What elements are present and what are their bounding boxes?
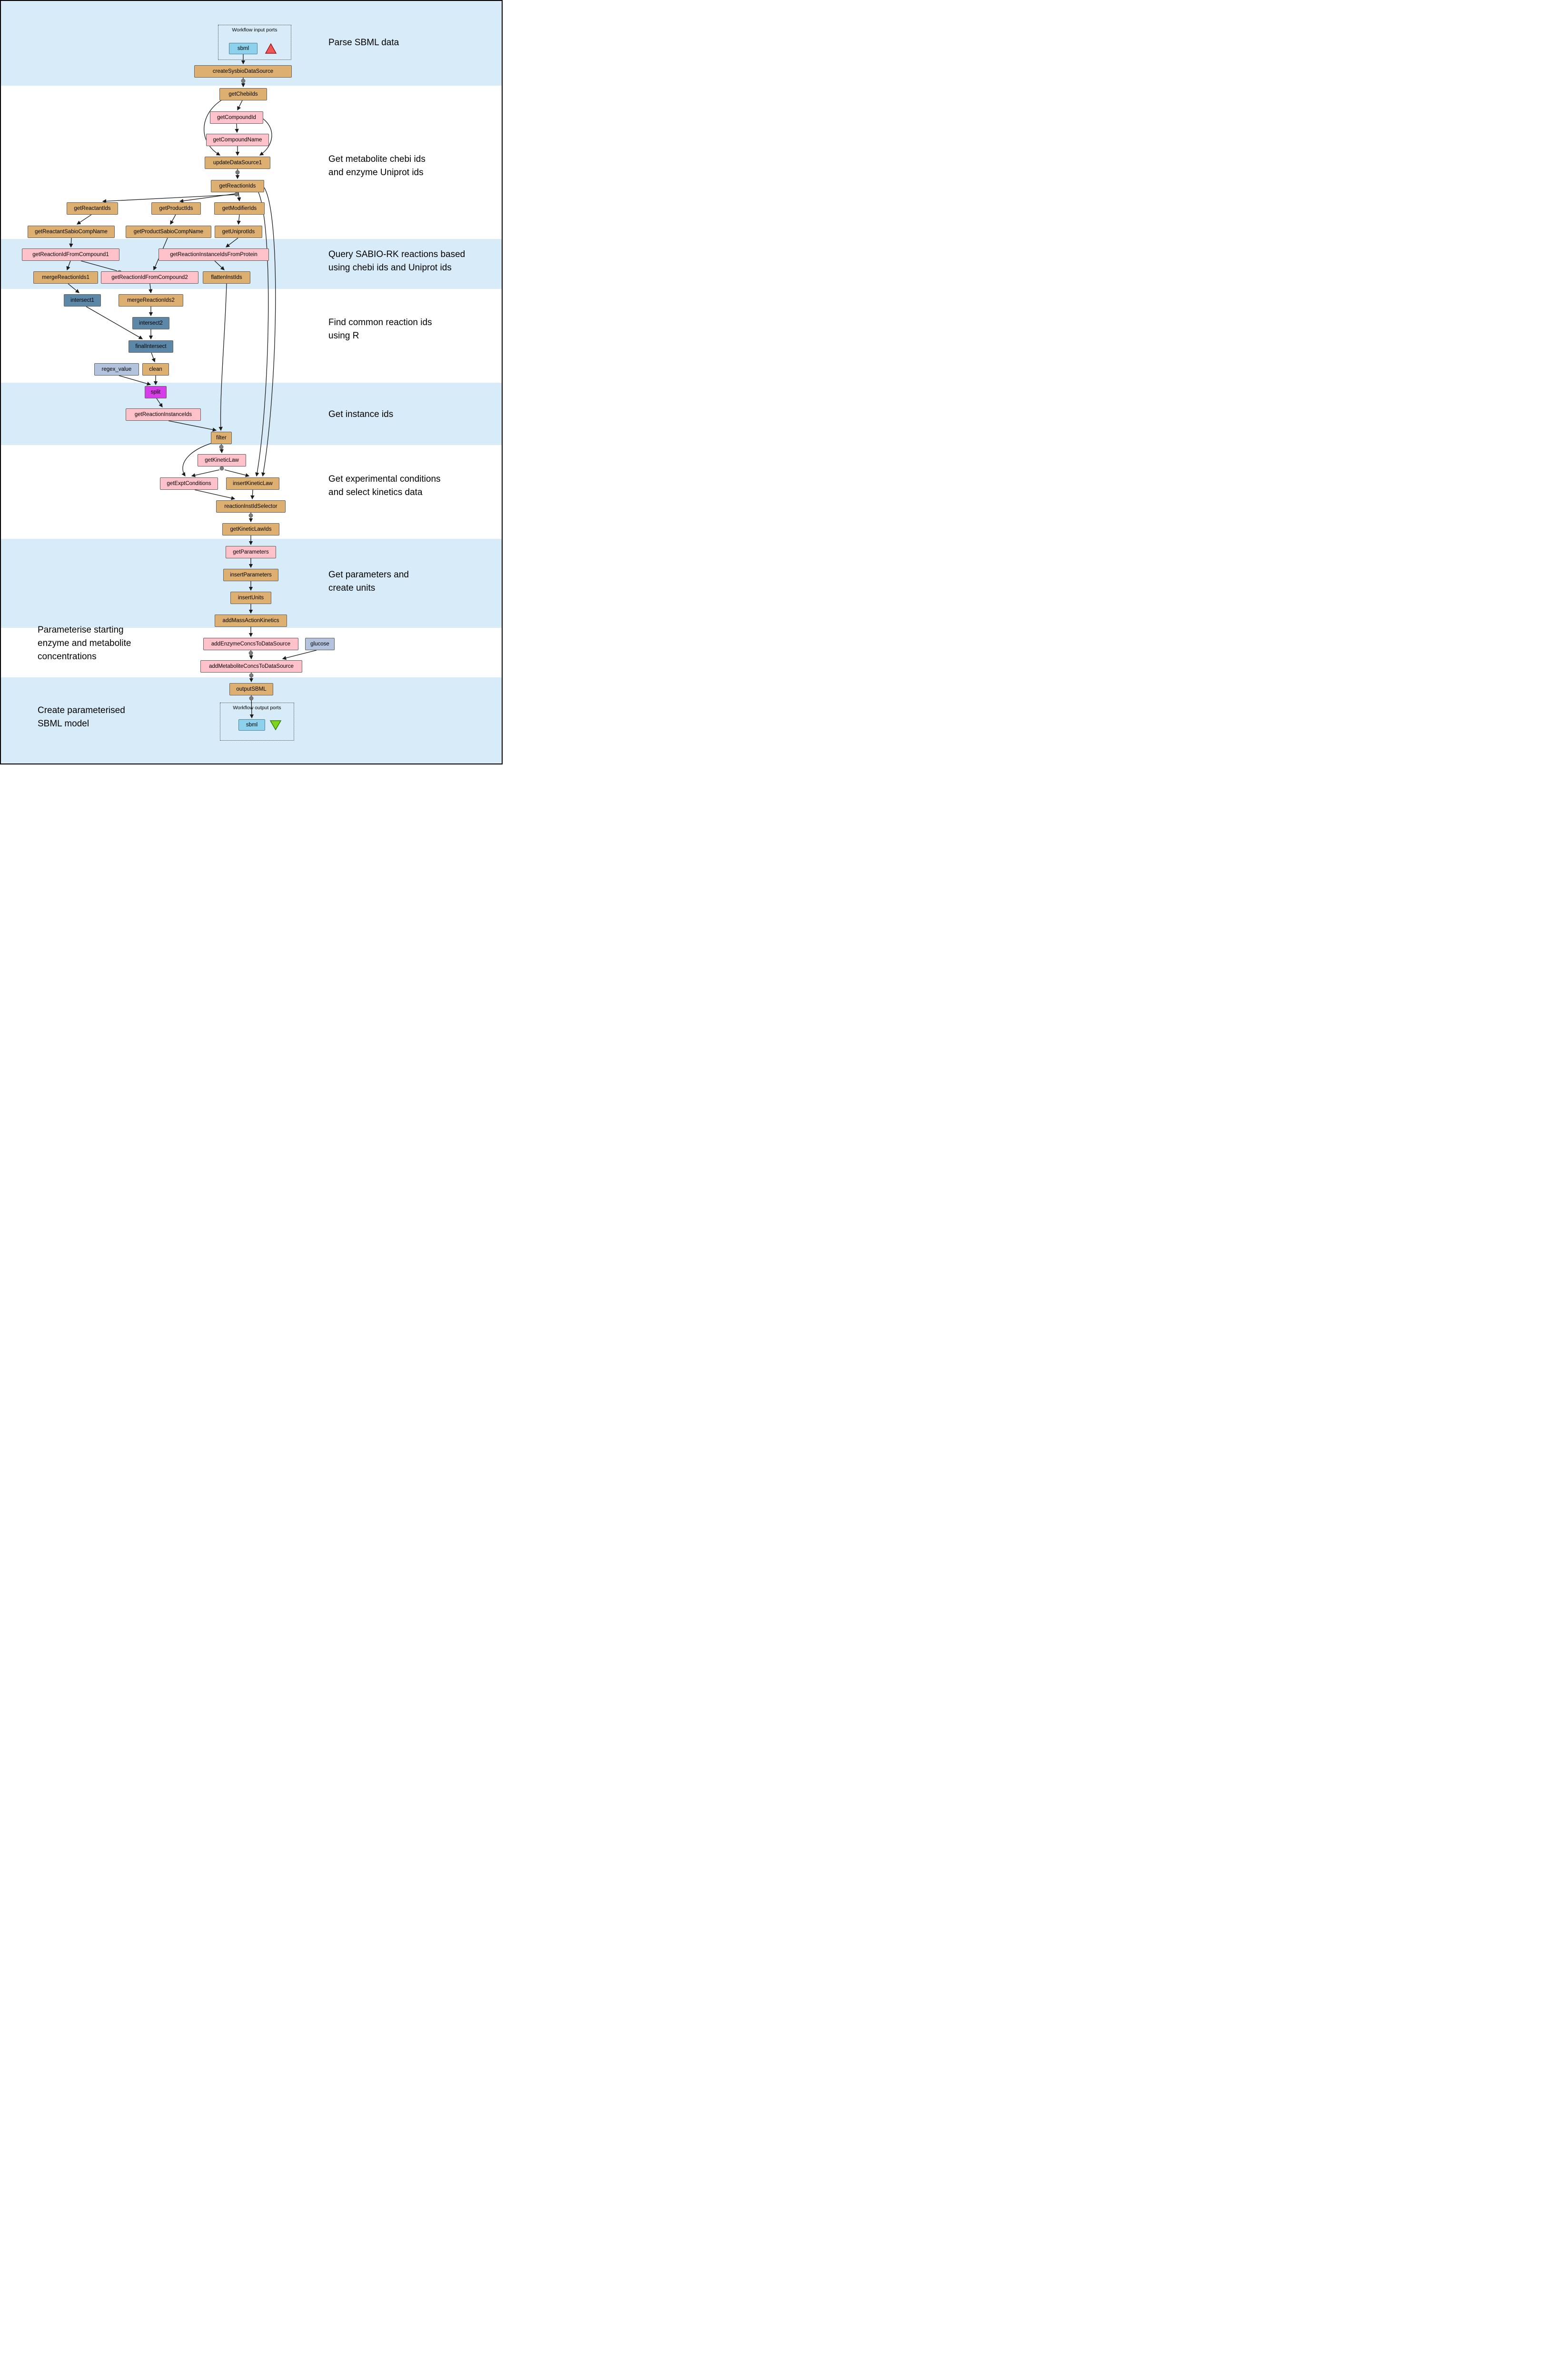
output-port-sbml[interactable]: sbml	[238, 719, 265, 731]
node-getKineticLawIds[interactable]: getKineticLawIds	[222, 523, 279, 536]
node-createSysbioDataSource[interactable]: createSysbioDataSource	[194, 65, 292, 78]
workflow-output-ports-box: Workflow output ports	[220, 703, 294, 741]
workflow-input-ports-title: Workflow input ports	[232, 27, 277, 33]
node-insertKineticLaw[interactable]: insertKineticLaw	[226, 477, 279, 490]
node-getModifierIds[interactable]: getModifierIds	[214, 202, 265, 215]
section-label-parameters-units: Get parameters and create units	[328, 570, 409, 593]
section-band	[1, 383, 502, 445]
section-label-metabolite-ids: Get metabolite chebi ids and enzyme Unip…	[328, 154, 426, 178]
section-label-expt-conditions: Get experimental conditions and select k…	[328, 474, 441, 497]
node-getCompoundId[interactable]: getCompoundId	[210, 111, 263, 124]
node-getParameters[interactable]: getParameters	[226, 546, 276, 558]
node-finalIntersect[interactable]: finalIntersect	[129, 340, 173, 353]
node-outputSBML[interactable]: outputSBML	[229, 683, 273, 695]
node-addMassActionKinetics[interactable]: addMassActionKinetics	[215, 615, 287, 627]
node-flattenInstIds[interactable]: flattenInstIds	[203, 271, 250, 284]
node-getReactantIds[interactable]: getReactantIds	[67, 202, 118, 215]
input-port-sbml[interactable]: sbml	[229, 43, 258, 54]
node-getReactionInstanceIdsFromProtein[interactable]: getReactionInstanceIdsFromProtein	[158, 248, 269, 261]
section-label-parameterise-concs: Parameterise starting enzyme and metabol…	[38, 625, 131, 662]
node-getProductIds[interactable]: getProductIds	[151, 202, 201, 215]
node-clean[interactable]: clean	[142, 363, 169, 376]
section-label-query-sabio: Query SABIO-RK reactions based using che…	[328, 249, 466, 273]
node-addEnzymeConcsToDataSource[interactable]: addEnzymeConcsToDataSource	[203, 638, 298, 650]
workflow-diagram: Workflow input ports sbml createSysbioDa…	[0, 0, 503, 764]
node-getExptConditions[interactable]: getExptConditions	[160, 477, 218, 490]
node-getKineticLaw[interactable]: getKineticLaw	[198, 454, 246, 466]
node-addMetaboliteConcsToDataSource[interactable]: addMetaboliteConcsToDataSource	[200, 660, 302, 673]
node-intersect1[interactable]: intersect1	[64, 294, 101, 307]
node-getReactionIdFromCompound1[interactable]: getReactionIdFromCompound1	[22, 248, 119, 261]
section-label-parse-sbml: Parse SBML data	[328, 38, 399, 48]
node-mergeReactionIds1[interactable]: mergeReactionIds1	[33, 271, 98, 284]
section-label-common-ids: Find common reaction ids using R	[328, 317, 432, 341]
node-reactionInstIdSelector[interactable]: reactionInstIdSelector	[216, 500, 286, 513]
node-insertUnits[interactable]: insertUnits	[230, 592, 271, 604]
section-label-create-sbml: Create parameterised SBML model	[38, 705, 125, 729]
node-insertParameters[interactable]: insertParameters	[223, 569, 278, 581]
node-mergeReactionIds2[interactable]: mergeReactionIds2	[119, 294, 183, 307]
node-regex_value[interactable]: regex_value	[94, 363, 139, 376]
node-filter[interactable]: filter	[211, 432, 232, 444]
node-getReactionInstanceIds[interactable]: getReactionInstanceIds	[126, 408, 201, 421]
workflow-output-ports-title: Workflow output ports	[233, 705, 281, 711]
node-getChebiIds[interactable]: getChebiIds	[219, 88, 267, 100]
section-label-instance-ids: Get instance ids	[328, 409, 394, 419]
node-updateDataSource1[interactable]: updateDataSource1	[205, 157, 270, 169]
node-split[interactable]: split	[145, 386, 167, 398]
node-getProductSabioCompName[interactable]: getProductSabioCompName	[126, 226, 211, 238]
node-glucose[interactable]: glucose	[305, 638, 335, 650]
workflow-input-ports-box: Workflow input ports	[218, 25, 291, 60]
node-getUniprotIds[interactable]: getUniprotIds	[215, 226, 262, 238]
node-getReactionIdFromCompound2[interactable]: getReactionIdFromCompound2	[101, 271, 198, 284]
node-getCompoundName[interactable]: getCompoundName	[206, 134, 269, 146]
node-intersect2[interactable]: intersect2	[132, 317, 169, 329]
node-getReactionIds[interactable]: getReactionIds	[211, 180, 264, 192]
node-getReactantSabioCompName[interactable]: getReactantSabioCompName	[28, 226, 115, 238]
